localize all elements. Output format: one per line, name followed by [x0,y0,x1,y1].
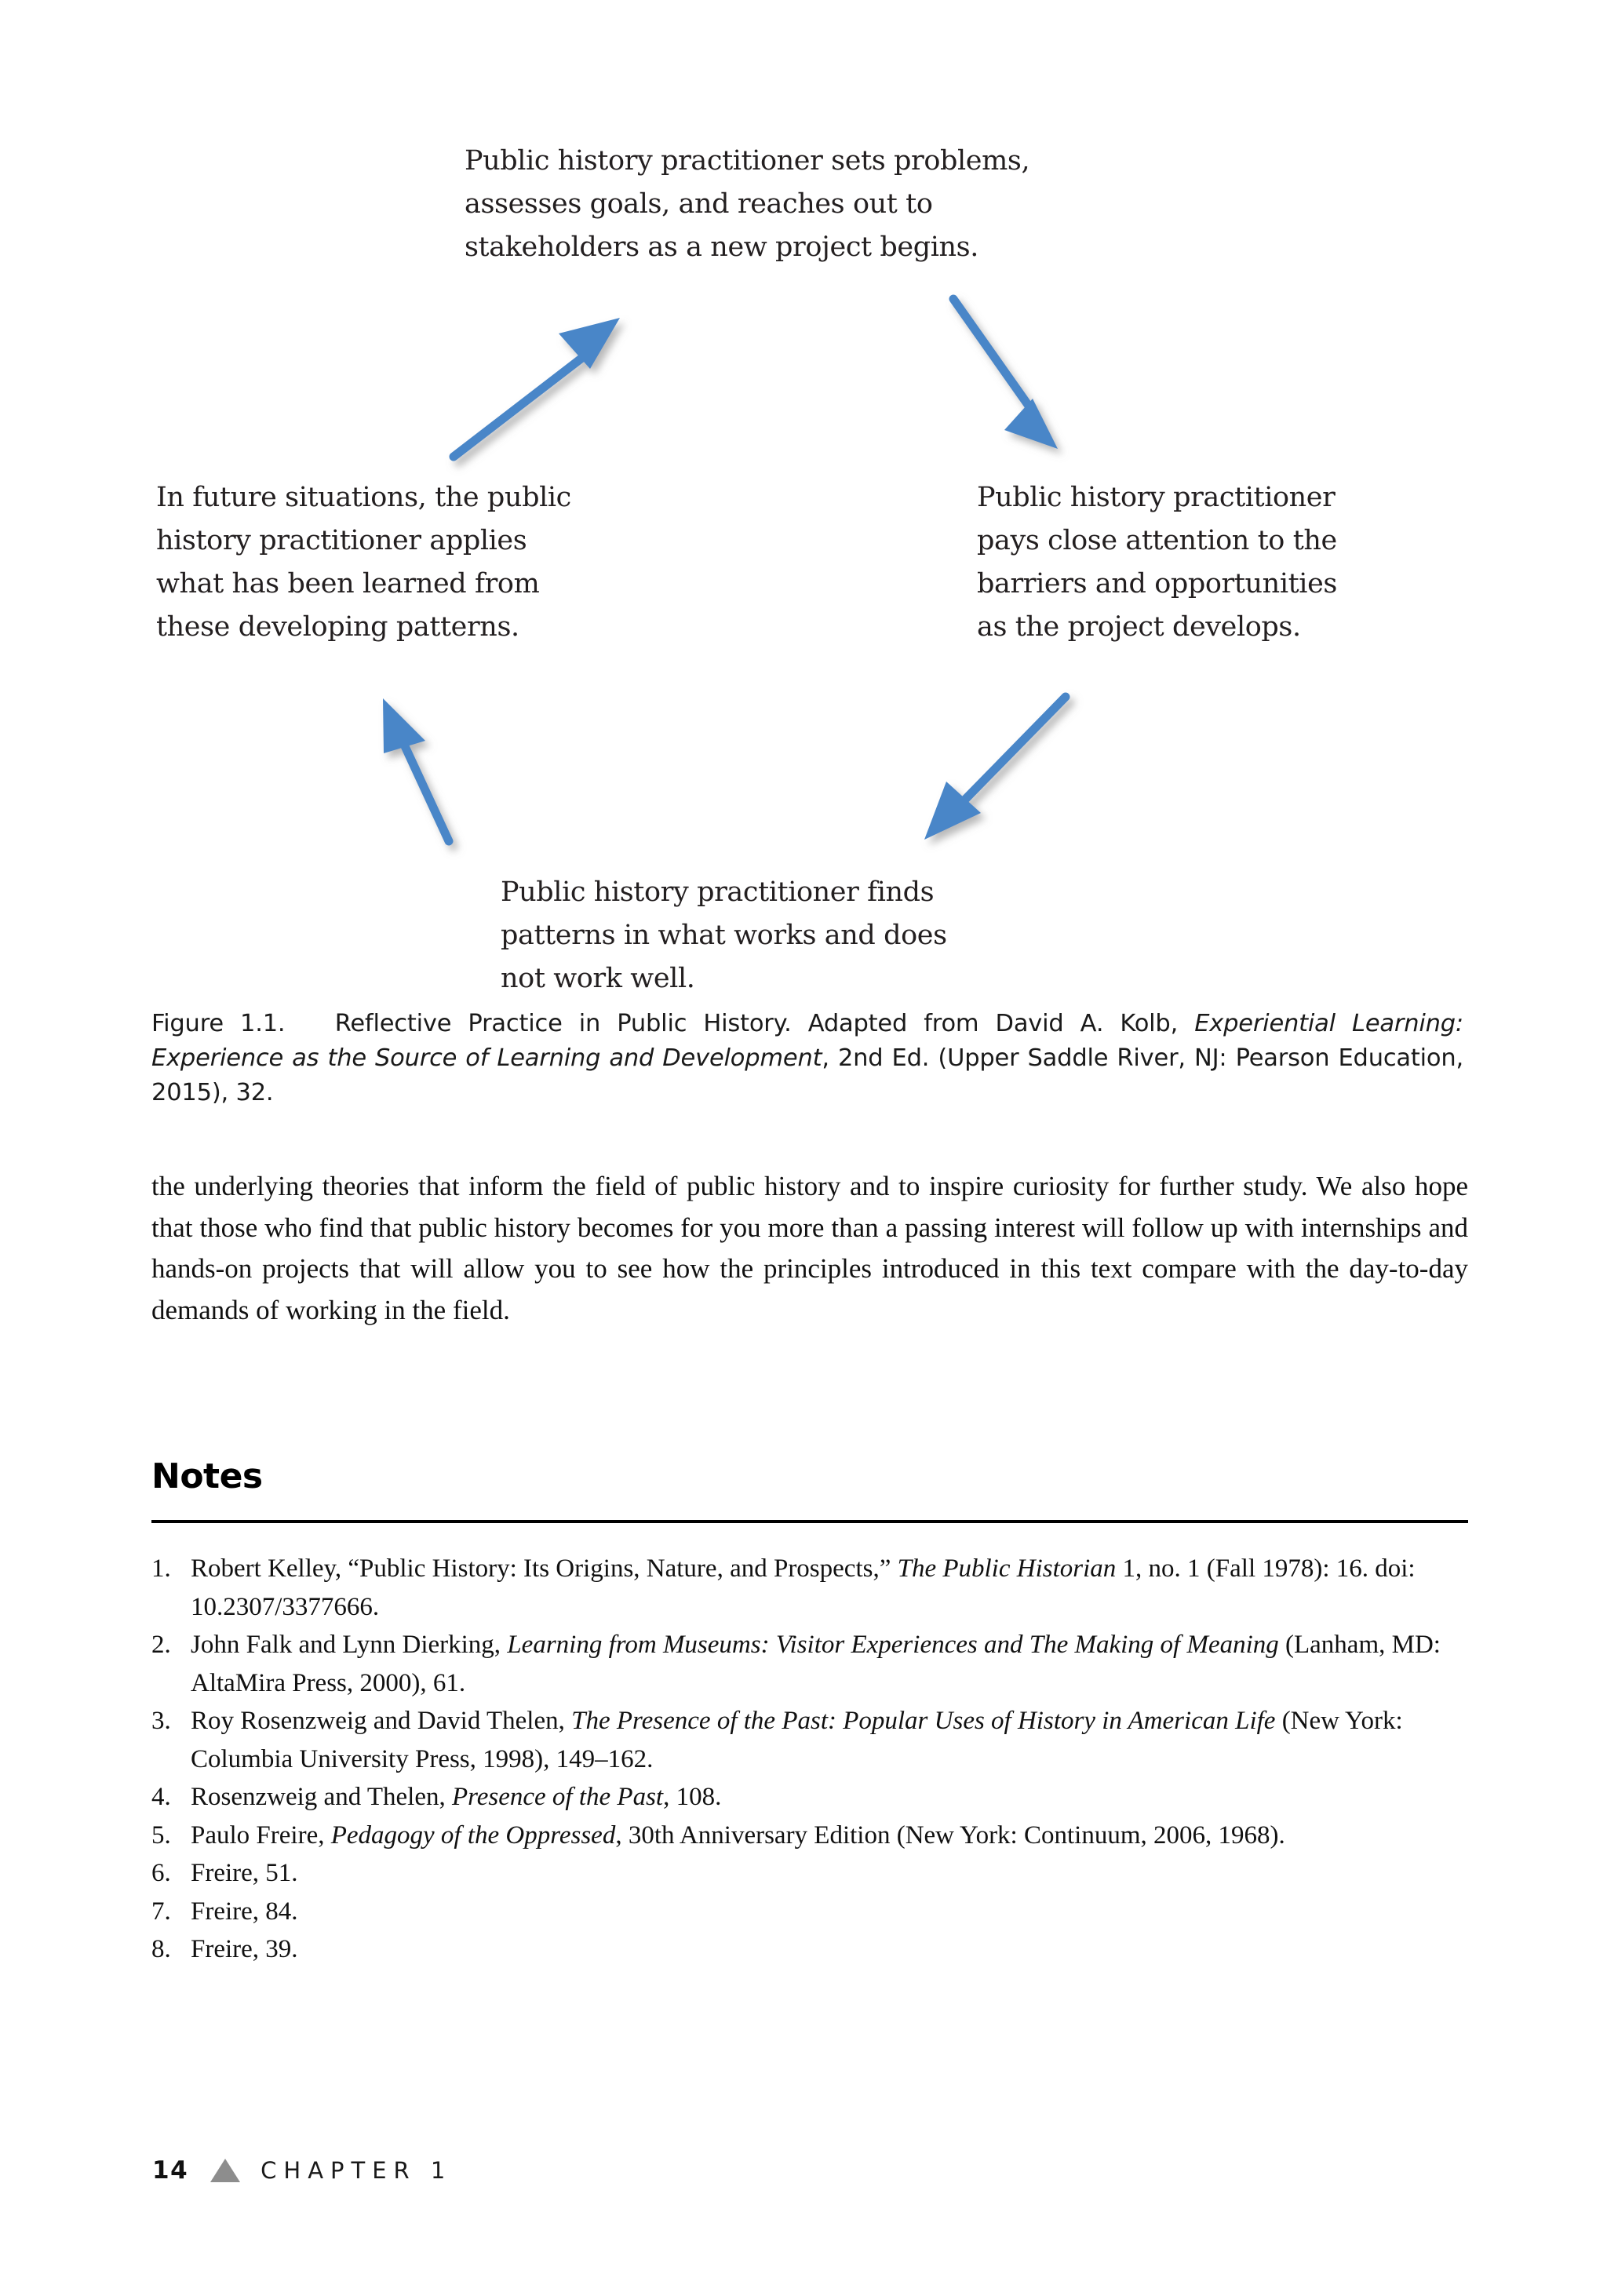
figure-caption-title: Experiential Learning: Experience as the… [151,1010,1463,1072]
note-number: 4. [151,1783,171,1811]
figure-caption-label: Figure 1.1. [151,1010,286,1037]
note-item: 8. Freire, 39. [151,1930,1470,1969]
diagram-node-bottom: Public history practitioner finds patter… [501,876,947,994]
note-text: Paulo Freire, Pedagogy of the Oppressed,… [191,1821,1285,1850]
note-text-segment: Roy Rosenzweig and David Thelen, [191,1707,572,1735]
note-number: 5. [151,1820,171,1850]
note-title-italic: The Presence of the Past: Popular Uses o… [571,1707,1276,1735]
note-text: Rosenzweig and Thelen, Presence of the P… [191,1783,721,1811]
note-text: Roy Rosenzweig and David Thelen, The Pre… [191,1707,1403,1773]
note-number: 7. [151,1897,171,1926]
triangle-icon [210,2159,241,2182]
arrow-right-to-bottom-icon [924,692,1070,840]
note-text-segment: Freire, 39. [191,1935,298,1963]
arrow-bottom-to-left-icon [383,698,454,846]
note-text: Freire, 84. [191,1897,298,1926]
note-text-segment: Freire, 84. [191,1897,298,1926]
body-paragraph: the underlying theories that inform the … [151,1171,1468,1325]
page-footer: 14 CHAPTER 1 [152,2156,452,2185]
note-title-italic: Pedagogy of the Oppressed [330,1820,616,1850]
note-number: 8. [151,1935,171,1963]
notes-divider [151,1520,1468,1523]
figure-caption-text-2: , 2nd Ed. (Upper Saddle River, NJ: Pears… [151,1044,1463,1106]
figure-caption-text-1: Reflective Practice in Public History. A… [334,1010,1195,1037]
note-item: 2. John Falk and Lynn Dierking, Learning … [151,1626,1470,1702]
note-text-segment: Paulo Freire, [191,1820,331,1850]
note-item: 3. Roy Rosenzweig and David Thelen, The P… [151,1702,1470,1778]
diagram-node-right: Public history practitioner pays close a… [977,482,1337,643]
note-text-segment: , 108. [663,1783,722,1811]
note-text: John Falk and Lynn Dierking, Learning fr… [191,1631,1441,1697]
note-item: 1. Robert Kelley, “Public History: Its Or… [151,1550,1470,1626]
note-item: 7. Freire, 84. [151,1893,1470,1931]
figure-caption: Figure 1.1. Reflective Practice in Publi… [151,1007,1463,1110]
note-item: 6. Freire, 51. [151,1854,1470,1893]
note-text-segment: John Falk and Lynn Dierking, [191,1631,508,1659]
diagram-node-top: Public history practitioner sets problem… [465,145,1030,263]
note-number: 2. [151,1631,171,1659]
figure-reflective-practice-cycle: Public history practitioner sets problem… [0,0,1607,994]
notes-heading: Notes [151,1456,263,1496]
note-number: 1. [151,1554,171,1583]
notes-list: 1. Robert Kelley, “Public History: Its Or… [151,1550,1470,1969]
note-title-italic: The Public Historian [897,1554,1117,1583]
note-text-segment: , 30th Anniversary Edition (New York: Co… [615,1820,1285,1850]
arrow-top-to-right-icon [949,294,1058,449]
note-title-italic: Learning from Museums: Visitor Experienc… [507,1631,1279,1659]
footer-chapter-label: CHAPTER 1 [261,2157,453,2184]
note-item: 4. Rosenzweig and Thelen, Presence of the… [151,1778,1470,1817]
note-number: 6. [151,1859,171,1887]
note-text-segment: (New York: Columbia University Press, 19… [191,1707,1403,1773]
note-text: Freire, 51. [191,1859,298,1887]
note-item: 5. Paulo Freire, Pedagogy of the Oppresse… [151,1817,1470,1855]
note-text-segment: (Lanham, MD: AltaMira Press, 2000), 61. [191,1631,1441,1697]
footer-page-number: 14 [152,2156,189,2185]
cycle-arrows-svg [383,294,1070,846]
note-text-segment: Robert Kelley, “Public History: Its Orig… [191,1554,898,1583]
note-text-segment: 1, no. 1 (Fall 1978): 16. doi: 10.2307/3… [191,1554,1416,1621]
note-title-italic: Presence of the Past [451,1783,664,1811]
note-text-segment: Freire, 51. [191,1859,298,1887]
diagram-node-left: In future situations, the public history… [156,482,571,643]
note-text-segment: Rosenzweig and Thelen, [191,1783,452,1811]
note-text: Freire, 39. [191,1935,298,1963]
arrow-left-to-top-icon [449,318,620,461]
note-text: Robert Kelley, “Public History: Its Orig… [191,1554,1416,1621]
note-number: 3. [151,1707,171,1735]
